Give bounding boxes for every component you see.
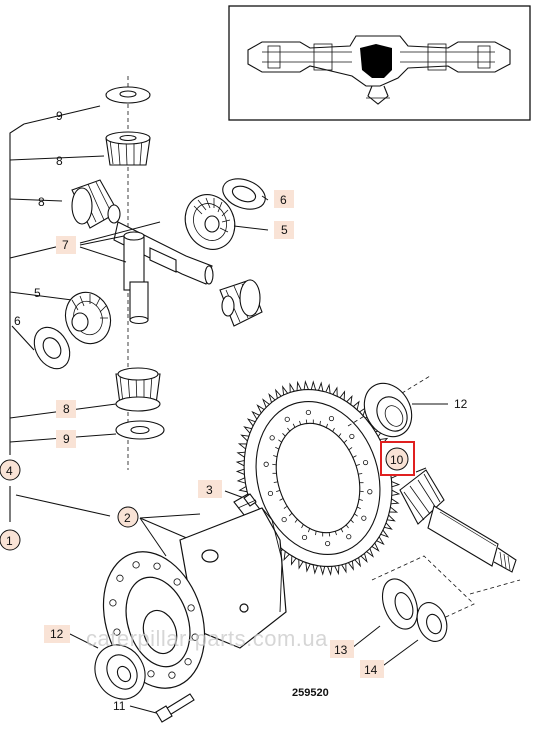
pinion-gear-right-lower xyxy=(219,279,263,327)
callout-4: 4 xyxy=(6,464,13,478)
side-gear-right-upper xyxy=(184,194,236,250)
callout-5-right: 5 xyxy=(281,223,288,237)
bearing-lower-right xyxy=(371,555,475,642)
callout-9-top: 9 xyxy=(56,109,63,123)
callouts: 9 8 8 5 6 12 11 6 5 7 8 9 3 12 13 14 4 1… xyxy=(0,109,468,713)
watermark: caterpillar-parts.com.ua xyxy=(86,626,328,651)
drive-pinion xyxy=(347,375,521,595)
side-gear-bottom xyxy=(115,367,161,412)
thrust-washer-right-upper xyxy=(222,178,266,210)
callout-6-right: 6 xyxy=(280,193,287,207)
callout-7: 7 xyxy=(62,238,69,252)
thrust-washer-bottom xyxy=(115,420,165,440)
callout-3: 3 xyxy=(206,483,213,497)
callout-11: 11 xyxy=(113,699,126,713)
callout-6-left: 6 xyxy=(14,314,21,328)
callout-12-top: 12 xyxy=(454,397,468,411)
axle-overview-inset xyxy=(228,5,531,121)
callout-10: 10 xyxy=(390,453,404,467)
cross-shaft xyxy=(113,221,214,325)
differential-case xyxy=(102,507,287,689)
callout-14: 14 xyxy=(364,663,378,677)
callout-1: 1 xyxy=(6,534,13,548)
callout-8-top: 8 xyxy=(56,154,63,168)
spider-gear-assembly xyxy=(33,76,266,470)
bearing-lower-left xyxy=(94,644,146,700)
callout-8-bottom: 8 xyxy=(63,402,70,416)
pinion-gear-left xyxy=(71,179,121,229)
side-gear-left-lower xyxy=(64,291,112,345)
callout-12-bottom: 12 xyxy=(50,627,64,641)
thrust-washer-left-lower xyxy=(33,326,71,370)
callout-8-left: 8 xyxy=(38,195,45,209)
bolt-lower xyxy=(155,693,195,723)
callout-13: 13 xyxy=(334,643,348,657)
drawing-number: 259520 xyxy=(292,687,329,699)
thrust-washer-top xyxy=(105,86,151,104)
callout-9-bottom: 9 xyxy=(63,432,70,446)
side-gear-top xyxy=(105,131,151,166)
bearing-upper-right xyxy=(363,382,413,438)
callout-5-left: 5 xyxy=(34,286,41,300)
callout-2: 2 xyxy=(124,511,131,525)
